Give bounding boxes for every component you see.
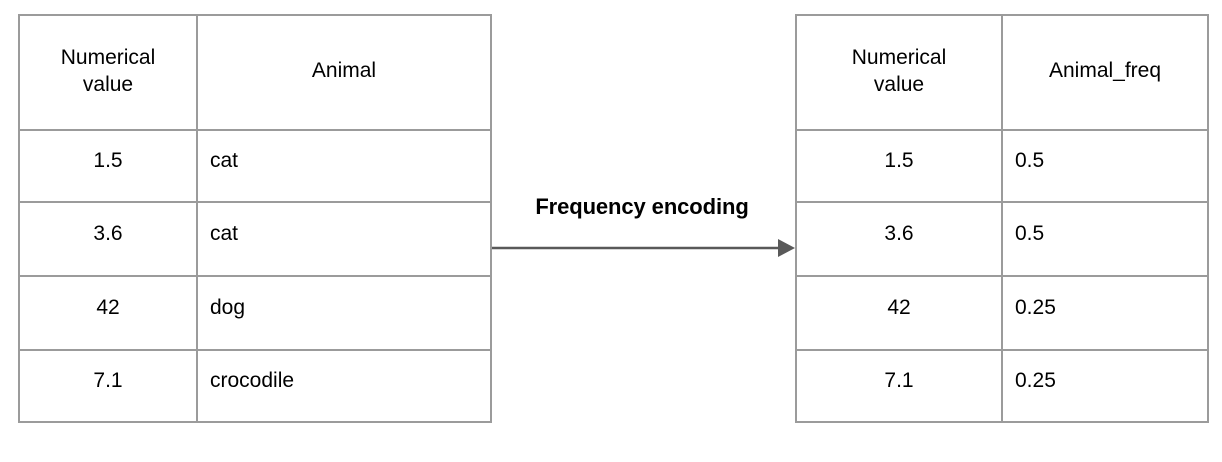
cell-animal-freq: 0.25 bbox=[1001, 349, 1209, 423]
table-row: 42 0.25 bbox=[795, 275, 1209, 351]
table-row: 7.1 0.25 bbox=[795, 349, 1209, 423]
cell-animal: cat bbox=[196, 129, 492, 203]
cell-numerical-value: 1.5 bbox=[795, 129, 1003, 203]
cell-numerical-value: 7.1 bbox=[18, 349, 198, 423]
cell-animal-freq: 0.5 bbox=[1001, 201, 1209, 277]
right-arrow-icon bbox=[488, 186, 800, 266]
cell-animal: cat bbox=[196, 201, 492, 277]
table-row: 1.5 0.5 bbox=[795, 129, 1209, 203]
column-header-animal: Animal bbox=[196, 14, 492, 131]
cell-animal: crocodile bbox=[196, 349, 492, 423]
table-row: 3.6 0.5 bbox=[795, 201, 1209, 277]
cell-numerical-value: 42 bbox=[795, 275, 1003, 351]
column-header-line-2: value bbox=[82, 72, 134, 96]
column-header-animal-freq: Animal_freq bbox=[1001, 14, 1209, 131]
cell-animal-freq: 0.5 bbox=[1001, 129, 1209, 203]
column-header-numerical-value: Numerical value bbox=[18, 14, 198, 131]
table-row: 1.5 cat bbox=[18, 129, 492, 203]
table-header-row: Numerical value Animal_freq bbox=[795, 14, 1209, 131]
encoded-table: Numerical value Animal_freq 1.5 0.5 3.6 bbox=[795, 14, 1209, 423]
column-header-line-2: value bbox=[873, 72, 925, 96]
cell-numerical-value: 3.6 bbox=[795, 201, 1003, 277]
table-header-row: Numerical value Animal bbox=[18, 14, 492, 131]
table-row: 42 dog bbox=[18, 275, 492, 351]
cell-animal: dog bbox=[196, 275, 492, 351]
table-row: 3.6 cat bbox=[18, 201, 492, 277]
column-header-line-1: Animal bbox=[311, 59, 377, 83]
column-header-line-1: Numerical bbox=[851, 46, 947, 70]
cell-numerical-value: 42 bbox=[18, 275, 198, 351]
cell-numerical-value: 3.6 bbox=[18, 201, 198, 277]
transformation-label: Frequency encoding bbox=[535, 194, 749, 219]
column-header-line-1: Animal_freq bbox=[1048, 59, 1162, 83]
table-row: 7.1 crocodile bbox=[18, 349, 492, 423]
cell-numerical-value: 1.5 bbox=[18, 129, 198, 203]
cell-animal-freq: 0.25 bbox=[1001, 275, 1209, 351]
cell-numerical-value: 7.1 bbox=[795, 349, 1003, 423]
column-header-line-1: Numerical bbox=[60, 46, 156, 70]
source-table: Numerical value Animal 1.5 cat 3.6 bbox=[18, 14, 492, 423]
column-header-numerical-value: Numerical value bbox=[795, 14, 1003, 131]
